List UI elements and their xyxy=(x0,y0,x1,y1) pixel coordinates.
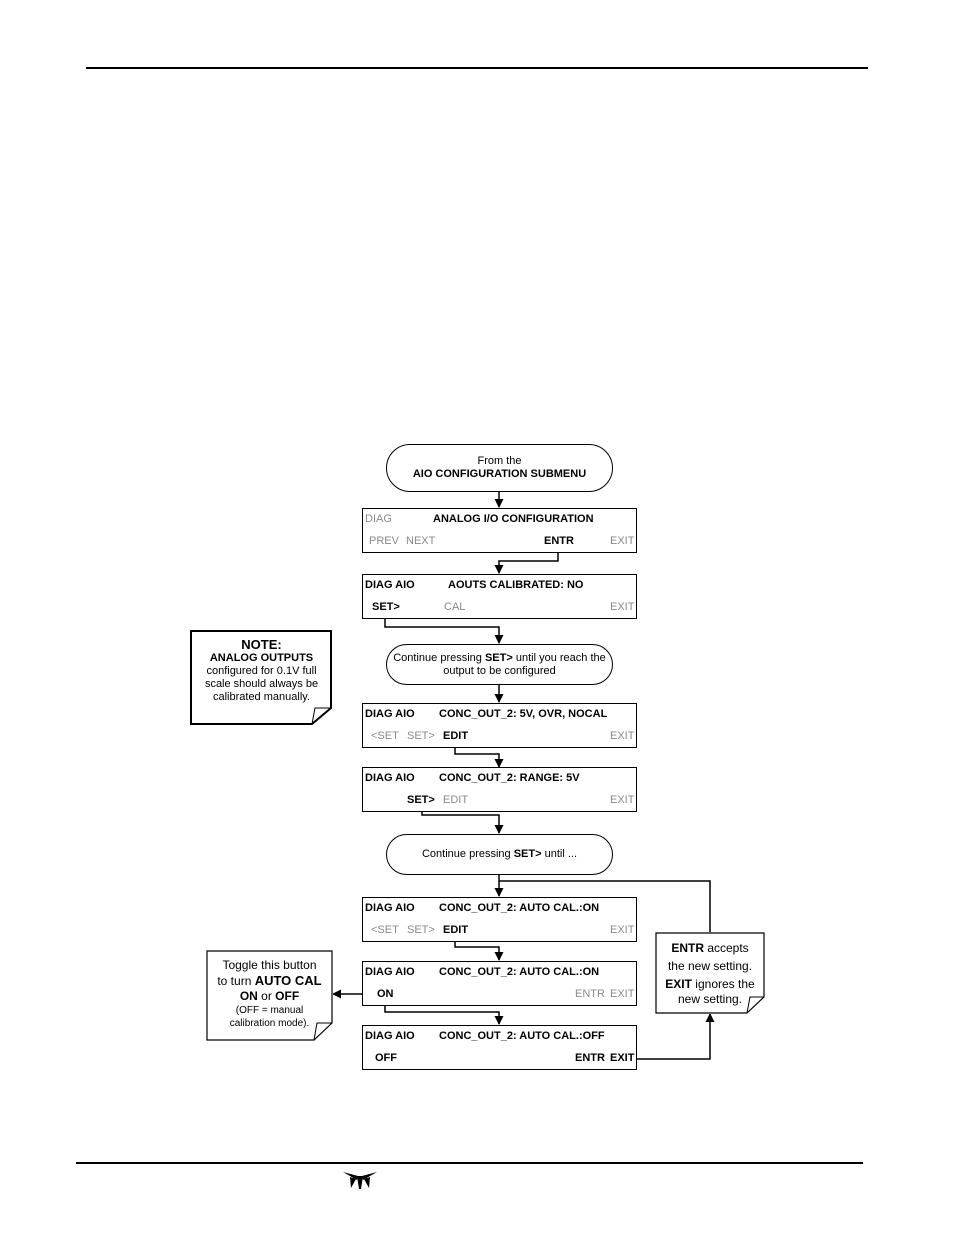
cal-button[interactable]: CAL xyxy=(444,601,466,613)
panel-title: CONC_OUT_2: RANGE: 5V xyxy=(439,772,580,784)
toggle-line4: (OFF = manual xyxy=(235,1005,304,1016)
continue1-line1: Continue pressing SET> until you reach t… xyxy=(393,651,606,664)
panel-title: CONC_OUT_2: 5V, OVR, NOCAL xyxy=(439,708,608,720)
entr-note-line2: the new setting. xyxy=(667,959,753,973)
exit-button[interactable]: EXIT xyxy=(610,1052,635,1064)
panel-title: AOUTS CALIBRATED: NO xyxy=(448,579,584,591)
display-panel-conc-out-2: DIAG AIO CONC_OUT_2: 5V, OVR, NOCAL <SET… xyxy=(362,703,637,748)
note-analog-outputs: NOTE: ANALOG OUTPUTS configured for 0.1V… xyxy=(190,630,333,726)
exit-button[interactable]: EXIT xyxy=(610,535,635,547)
note-entr-exit: ENTR accepts the new setting. EXIT ignor… xyxy=(655,932,765,1014)
note-frame xyxy=(190,630,332,725)
arrow-set-to-continue1 xyxy=(384,612,504,644)
entr-button[interactable]: ENTR xyxy=(544,535,574,547)
entr-note-line1: ENTR accepts xyxy=(671,941,749,955)
teledyne-logo-icon xyxy=(343,1172,377,1189)
set-forward-button[interactable]: SET> xyxy=(407,794,435,806)
set-forward-button[interactable]: SET> xyxy=(407,924,435,936)
note-toggle-auto-cal: Toggle this button to turn AUTO CAL ON o… xyxy=(206,950,333,1041)
display-panel-analog-io: DIAG ANALOG I/O CONFIGURATION PREV NEXT … xyxy=(362,508,637,553)
note-line4: calibrated manually. xyxy=(212,691,310,703)
exit-button[interactable]: EXIT xyxy=(610,601,635,613)
arrow-exit-to-entr-note xyxy=(637,1013,715,1060)
note-frame xyxy=(206,950,333,1041)
note-line2: configured for 0.1V full xyxy=(206,665,317,677)
toggle-line5: calibration mode). xyxy=(229,1018,310,1029)
loop-entr-note-to-main xyxy=(499,880,711,932)
panel-mode: DIAG AIO xyxy=(365,708,415,720)
set-forward-button[interactable]: SET> xyxy=(407,730,435,742)
panel-mode: DIAG AIO xyxy=(365,966,415,978)
entr-note-line4: new setting. xyxy=(677,992,743,1006)
exit-button[interactable]: EXIT xyxy=(610,730,635,742)
toggle-line2: to turn AUTO CAL xyxy=(217,973,322,988)
header-rule xyxy=(86,67,868,69)
set-back-button[interactable]: <SET xyxy=(371,924,399,936)
exit-button[interactable]: EXIT xyxy=(610,988,635,1000)
note-line1: ANALOG OUTPUTS xyxy=(209,652,314,664)
continue-box-1: Continue pressing SET> until you reach t… xyxy=(386,644,613,685)
entr-button[interactable]: ENTR xyxy=(575,988,605,1000)
continue1-line2: output to be configured xyxy=(443,664,556,677)
panel-title: CONC_OUT_2: AUTO CAL.:ON xyxy=(439,966,600,978)
panel-mode: DIAG xyxy=(365,513,392,525)
panel-title: ANALOG I/O CONFIGURATION xyxy=(433,513,594,525)
note-line3: scale should always be xyxy=(204,678,319,690)
display-panel-aouts-calibrated: DIAG AIO AOUTS CALIBRATED: NO SET> CAL E… xyxy=(362,574,637,619)
set-back-button[interactable]: <SET xyxy=(371,730,399,742)
set-forward-button[interactable]: SET> xyxy=(372,601,400,613)
display-panel-auto-cal-off: DIAG AIO CONC_OUT_2: AUTO CAL.:OFF OFF E… xyxy=(362,1025,637,1070)
continue-box-2: Continue pressing SET> until ... xyxy=(386,834,613,875)
start-box: From the AIO CONFIGURATION SUBMENU xyxy=(386,444,613,492)
start-line1: From the xyxy=(477,455,522,467)
start-line2: AIO CONFIGURATION SUBMENU xyxy=(412,468,587,480)
panel-mode: DIAG AIO xyxy=(365,1030,415,1042)
edit-button[interactable]: EDIT xyxy=(443,924,469,936)
off-button[interactable]: OFF xyxy=(375,1052,397,1064)
prev-button[interactable]: PREV xyxy=(369,535,399,547)
display-panel-range: DIAG AIO CONC_OUT_2: RANGE: 5V SET> EDIT… xyxy=(362,767,637,812)
toggle-line1: Toggle this button xyxy=(222,958,317,972)
panel-mode: DIAG AIO xyxy=(365,579,415,591)
edit-button[interactable]: EDIT xyxy=(443,730,469,742)
exit-button[interactable]: EXIT xyxy=(610,794,635,806)
arrow-entr-to-panel2 xyxy=(494,546,559,574)
next-button[interactable]: NEXT xyxy=(406,535,436,547)
panel-title: CONC_OUT_2: AUTO CAL.:OFF xyxy=(439,1030,605,1042)
footer-rule xyxy=(76,1162,863,1164)
toggle-line3: ON or OFF xyxy=(239,989,300,1003)
note-frame xyxy=(655,932,765,1014)
display-panel-auto-cal-on: DIAG AIO CONC_OUT_2: AUTO CAL.:ON ON ENT… xyxy=(362,961,637,1006)
continue2-line1: Continue pressing SET> until ... xyxy=(421,848,578,860)
panel-mode: DIAG AIO xyxy=(365,902,415,914)
note-heading: NOTE: xyxy=(241,637,282,652)
panel-title: CONC_OUT_2: AUTO CAL.:ON xyxy=(439,902,600,914)
entr-note-line3: EXIT ignores the xyxy=(665,977,755,991)
display-panel-auto-cal-edit: DIAG AIO CONC_OUT_2: AUTO CAL.:ON <SET S… xyxy=(362,897,637,942)
entr-button[interactable]: ENTR xyxy=(575,1052,605,1064)
exit-button[interactable]: EXIT xyxy=(610,924,635,936)
edit-button[interactable]: EDIT xyxy=(443,794,469,806)
on-button[interactable]: ON xyxy=(377,988,394,1000)
panel-mode: DIAG AIO xyxy=(365,772,415,784)
